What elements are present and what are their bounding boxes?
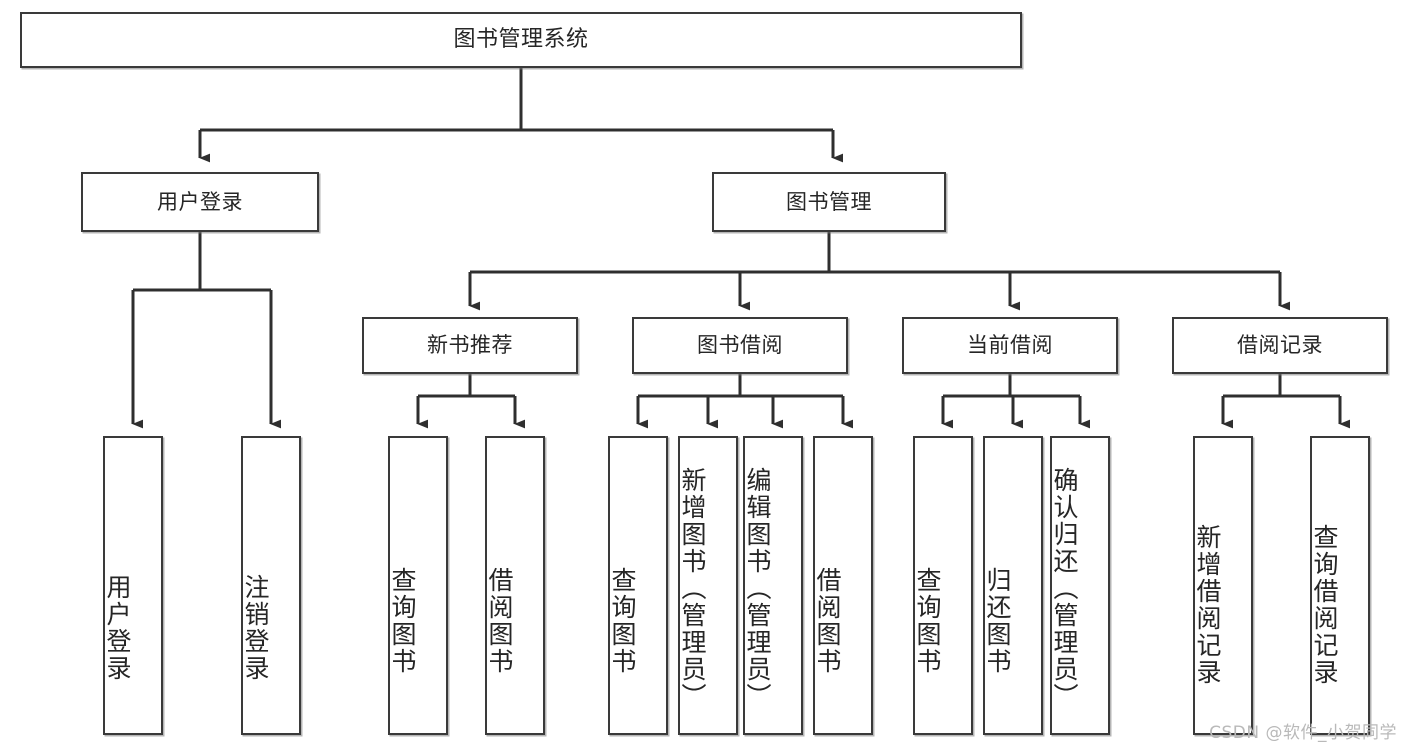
leaf-query-book-1[interactable]: 查询图书 <box>388 436 448 735</box>
node-label: 图书管理系统 <box>453 27 589 53</box>
leaf-add-book[interactable]: 新增图书（管理员） <box>678 436 738 735</box>
node-book-management[interactable]: 图书管理 <box>712 172 946 232</box>
node-label: 借阅图书 <box>813 566 842 675</box>
leaf-query-record[interactable]: 查询借阅记录 <box>1310 436 1370 735</box>
node-borrow-record[interactable]: 借阅记录 <box>1172 317 1388 374</box>
node-label: 图书借阅 <box>697 333 783 358</box>
node-label: 查询图书 <box>388 566 417 675</box>
watermark-text: CSDN @软件_小贺同学 <box>1209 723 1397 743</box>
node-label: 借阅图书 <box>485 566 514 675</box>
node-label: 编辑图书（管理员） <box>743 467 772 710</box>
leaf-logout-login[interactable]: 注销登录 <box>241 436 301 735</box>
node-label: 注销登录 <box>241 573 270 682</box>
node-label: 新书推荐 <box>427 333 513 358</box>
leaf-query-book-2[interactable]: 查询图书 <box>608 436 668 735</box>
leaf-query-book-3[interactable]: 查询图书 <box>913 436 973 735</box>
node-label: 新增借阅记录 <box>1193 523 1222 686</box>
node-label: 用户登录 <box>103 573 132 682</box>
leaf-borrow-book-2[interactable]: 借阅图书 <box>813 436 873 735</box>
node-label: 查询图书 <box>913 566 942 675</box>
node-label: 归还图书 <box>983 566 1012 675</box>
leaf-borrow-book-1[interactable]: 借阅图书 <box>485 436 545 735</box>
node-label: 图书管理 <box>786 189 872 214</box>
node-label: 查询借阅记录 <box>1310 523 1339 686</box>
node-label: 确认归还（管理员） <box>1050 467 1079 710</box>
node-label: 当前借阅 <box>967 333 1053 358</box>
node-current-borrow[interactable]: 当前借阅 <box>902 317 1118 374</box>
node-root-system[interactable]: 图书管理系统 <box>20 12 1022 68</box>
node-label: 新增图书（管理员） <box>678 467 707 710</box>
leaf-confirm-return[interactable]: 确认归还（管理员） <box>1050 436 1110 735</box>
leaf-edit-book[interactable]: 编辑图书（管理员） <box>743 436 803 735</box>
node-label: 借阅记录 <box>1237 333 1323 358</box>
node-label: 用户登录 <box>157 189 243 214</box>
leaf-add-record[interactable]: 新增借阅记录 <box>1193 436 1253 735</box>
node-book-borrow[interactable]: 图书借阅 <box>632 317 848 374</box>
node-new-book-recommend[interactable]: 新书推荐 <box>362 317 578 374</box>
node-user-login[interactable]: 用户登录 <box>81 172 319 232</box>
node-label: 查询图书 <box>608 566 637 675</box>
leaf-return-book[interactable]: 归还图书 <box>983 436 1043 735</box>
leaf-user-login[interactable]: 用户登录 <box>103 436 163 735</box>
